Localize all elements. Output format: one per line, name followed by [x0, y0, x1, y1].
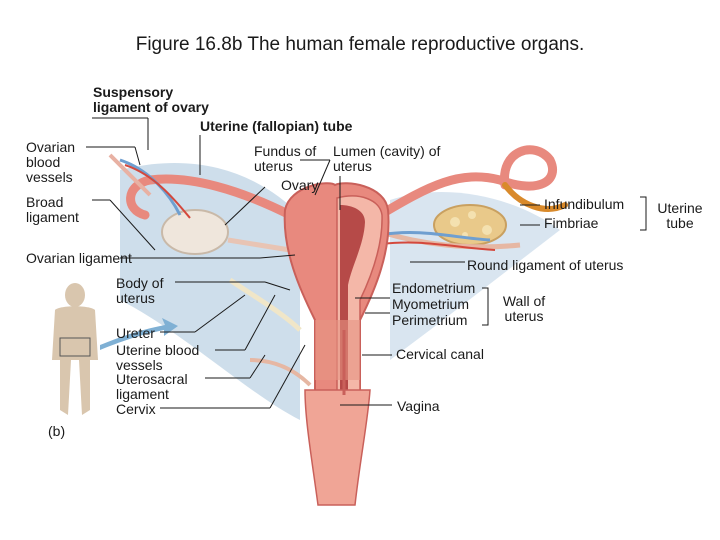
right-vessels-shape [379, 231, 491, 242]
body-orientation-figure [52, 283, 98, 415]
label-endometrium: Endometrium [392, 280, 476, 296]
label-uterosacral-ligament: Uterosacral ligament [116, 371, 188, 402]
uterosacral-ligament-shape [249, 358, 312, 387]
cervix-shape [315, 320, 360, 380]
label-suspensory-ligament: Suspensory ligament of ovary [93, 84, 209, 115]
label-cervical-canal: Cervical canal [396, 346, 484, 362]
ovarian-ligament-shape [227, 237, 291, 253]
label-cervix: Cervix [116, 401, 156, 417]
label-body-of-uterus: Body of uterus [116, 275, 164, 306]
left-ovary [161, 209, 229, 255]
label-lumen-cavity: Lumen (cavity) of uterus [333, 143, 441, 174]
label-uterine-tube: Uterine (fallopian) tube [200, 118, 353, 134]
right-uterine-tube [375, 145, 557, 220]
vagina-shape [304, 389, 371, 506]
label-uterine-blood-vessels: Uterine blood vessels [116, 342, 200, 373]
suspensory-ligament-shape [108, 153, 152, 197]
figure-title: Figure 16.8b The human female reproducti… [135, 34, 585, 55]
label-vagina: Vagina [397, 398, 440, 414]
label-myometrium: Myometrium [392, 296, 470, 312]
label-infundibulum: Infundibulum [544, 196, 625, 212]
label-uterine-tube-group: Uterine tube [657, 200, 703, 231]
label-ureter: Ureter [116, 325, 155, 341]
label-wall-of-uterus: Wall of uterus [502, 293, 546, 324]
ureter-shape [228, 277, 302, 332]
label-round-ligament: Round ligament of uterus [467, 257, 624, 273]
label-broad-ligament: Broad ligament [26, 194, 79, 225]
left-uterine-tube [126, 174, 295, 220]
label-ovarian-ligament: Ovarian ligament [26, 250, 132, 266]
leader-lines [86, 117, 647, 409]
label-fimbriae: Fimbriae [544, 215, 599, 231]
label-ovarian-blood-vessels: Ovarian blood vessels [26, 139, 76, 185]
panel-label: (b) [48, 423, 66, 439]
label-perimetrium: Perimetrium [392, 312, 468, 328]
label-fundus-of-uterus: Fundus of uterus [254, 143, 317, 174]
label-ovary: Ovary [281, 177, 319, 193]
orientation-arrow [100, 318, 178, 350]
right-fimbriae [502, 182, 568, 212]
